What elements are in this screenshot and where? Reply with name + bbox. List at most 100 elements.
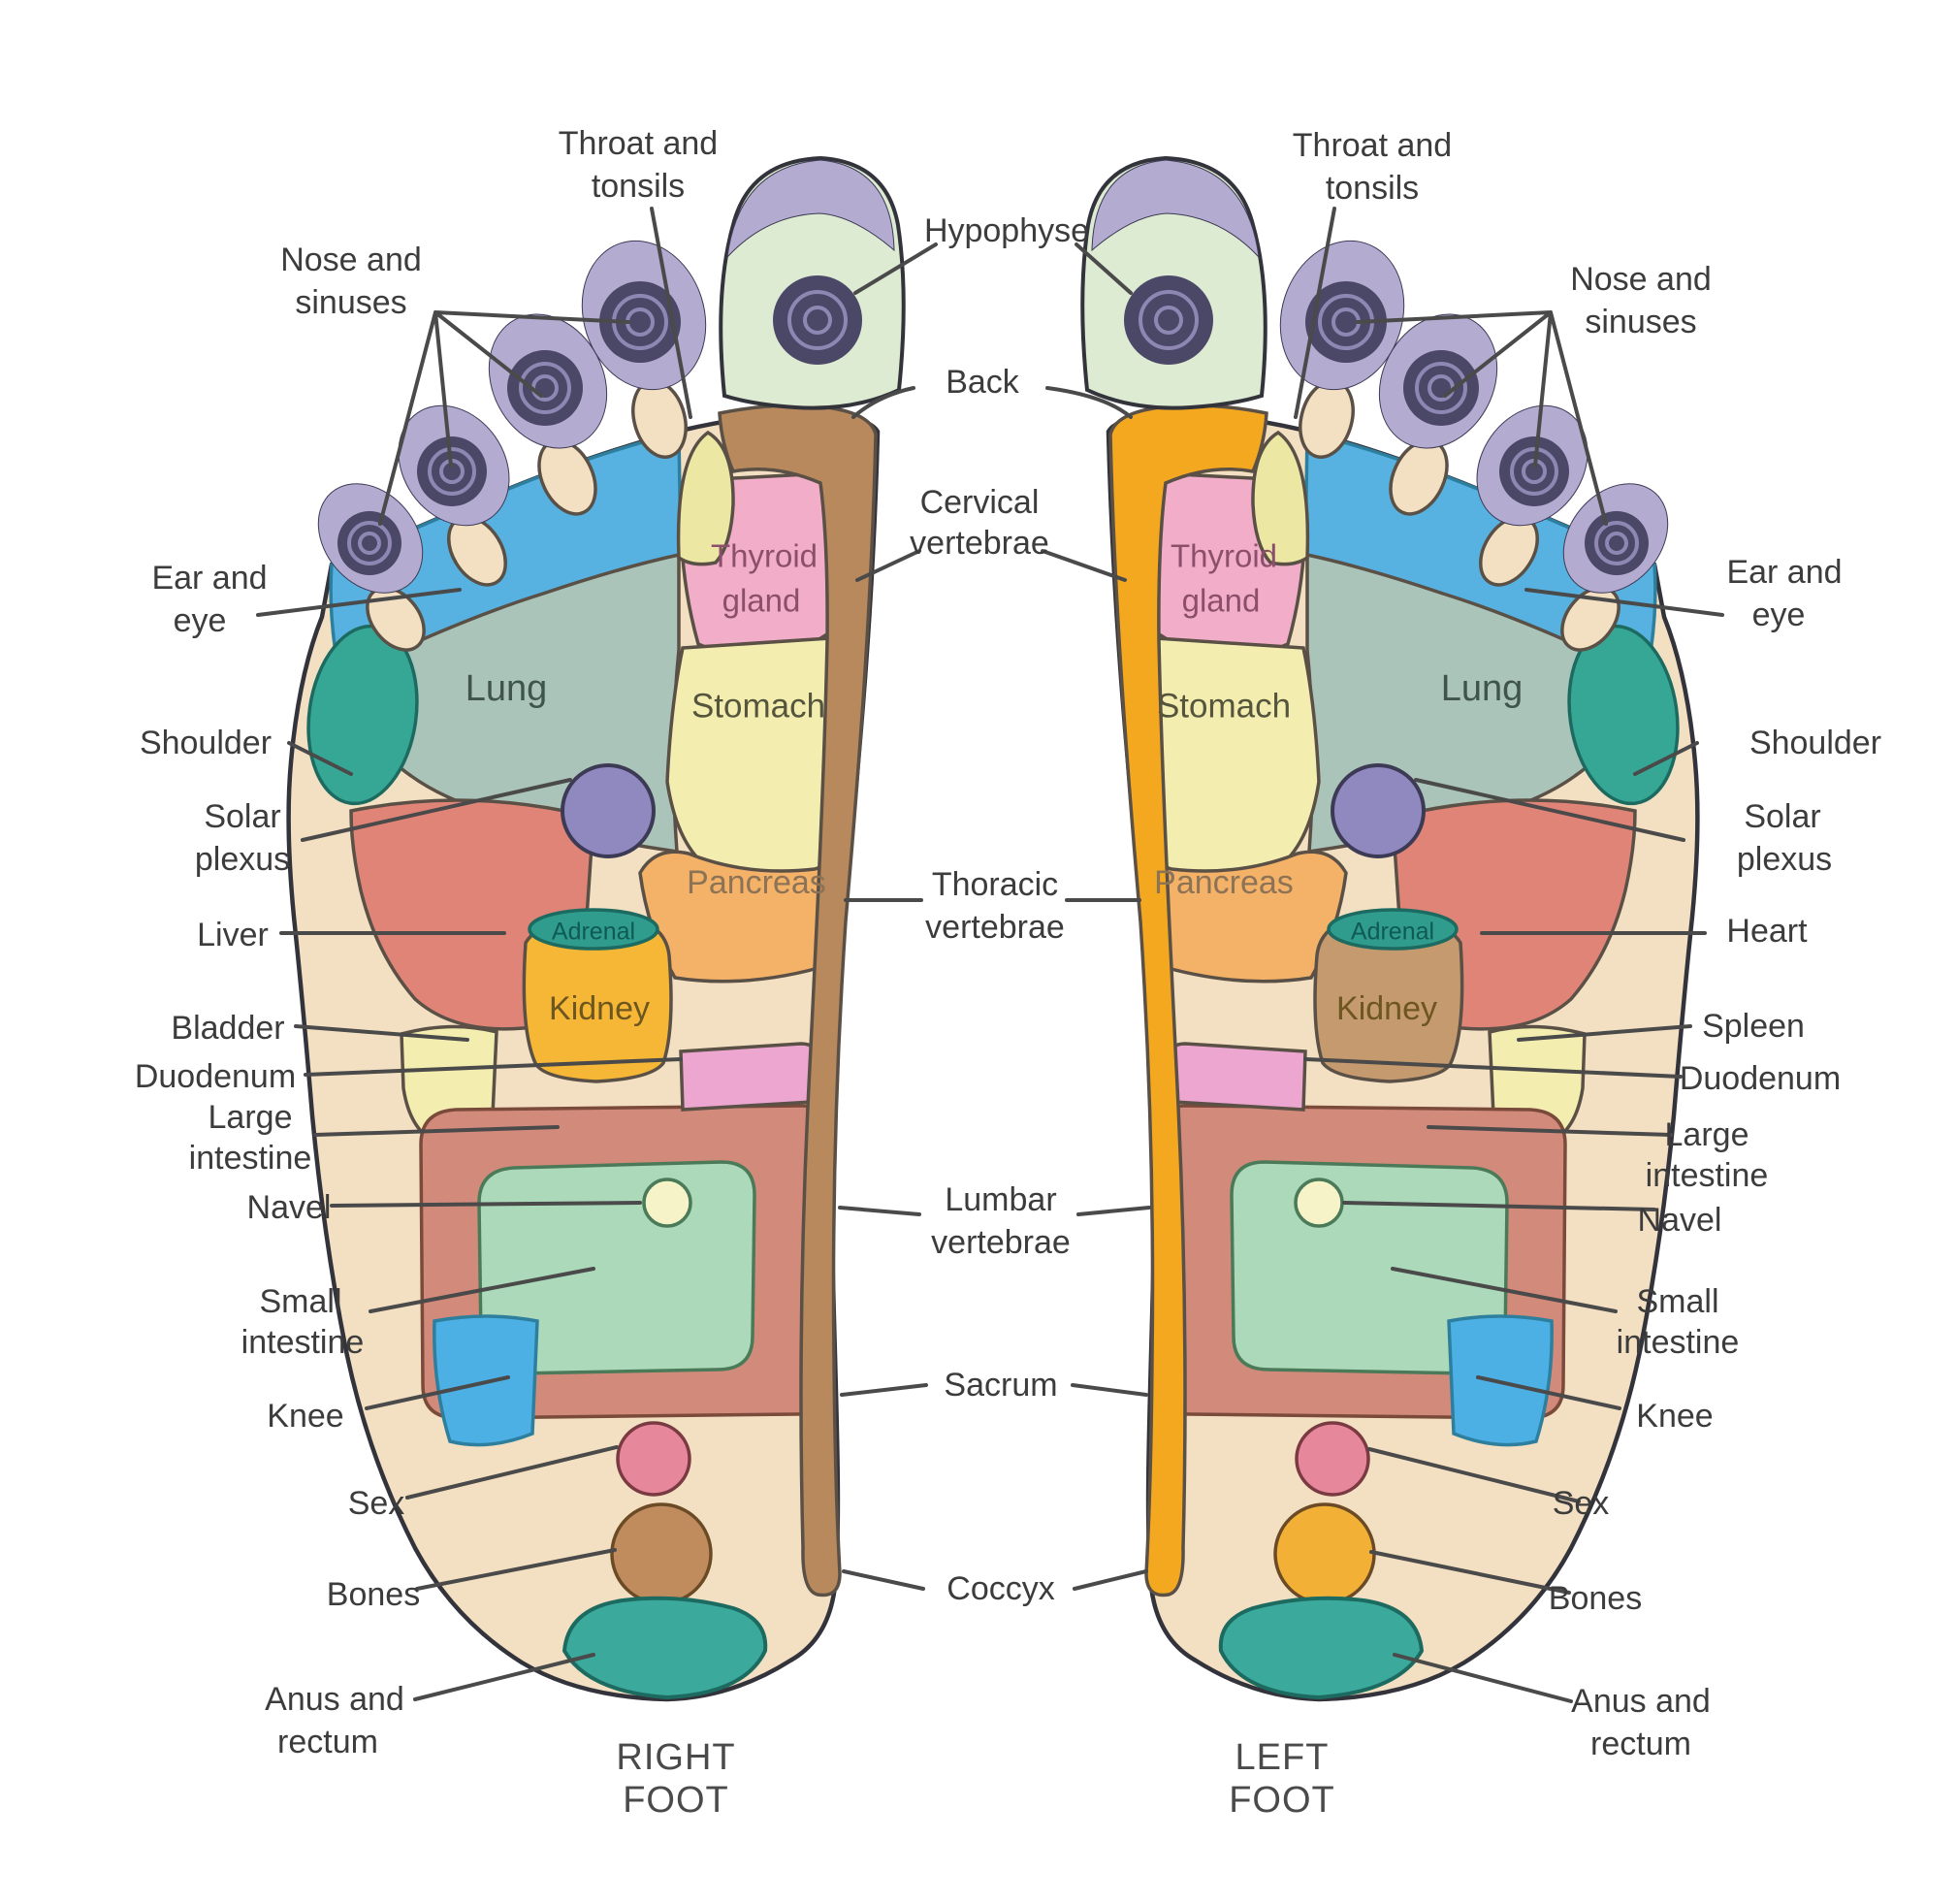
caption-right-foot-line2: FOOT [623, 1780, 729, 1821]
line-navel-right [1342, 1201, 1656, 1211]
line-lumbar-right-foot [838, 1206, 921, 1216]
label-spleen: Spleen [1702, 1008, 1805, 1045]
label-sex-left: Sex [348, 1485, 405, 1522]
zone-label-kidney-left: Kidney [1336, 990, 1437, 1027]
zone-label-pancreas-left: Pancreas [1154, 864, 1294, 901]
zone-label-lung-right: Lung [465, 668, 548, 709]
line-bones-right [1369, 1550, 1571, 1595]
zone-label-lung-left: Lung [1441, 668, 1524, 709]
line-coccyx-left-foot [1073, 1569, 1148, 1591]
label-lumbar-line1: Lumbar [945, 1181, 1056, 1218]
line-hypophyse-left-foot [1075, 242, 1133, 295]
label-lumbar-line2: vertebrae [931, 1224, 1071, 1261]
label-solar-plexus-left-line2: plexus [195, 841, 290, 878]
line-anus-rectum-left [413, 1653, 595, 1701]
label-knee-left: Knee [267, 1398, 343, 1435]
line-knee-left [365, 1375, 510, 1410]
label-nose-sinuses-right-line1: Nose and [1570, 261, 1712, 298]
zone-label-kidney-right: Kidney [549, 990, 650, 1027]
label-small-intestine-left-line2: intestine [241, 1324, 365, 1361]
line-shoulder-left [287, 741, 353, 776]
line-anus-rectum-right [1393, 1653, 1573, 1703]
line-coccyx-right-foot [842, 1569, 925, 1591]
zone-label-thyroid-right-line1: Thyroid [711, 538, 818, 574]
line-bladder [294, 1024, 469, 1042]
line-lumbar-left-foot [1076, 1206, 1151, 1216]
label-thoracic-line1: Thoracic [932, 866, 1058, 903]
line-bones-left [415, 1548, 617, 1591]
label-navel-right: Navel [1638, 1202, 1722, 1239]
line-knee-right [1476, 1375, 1621, 1410]
label-shoulder-right: Shoulder [1749, 725, 1881, 761]
zone-label-thyroid-right-line2: gland [722, 583, 801, 619]
label-sacrum: Sacrum [944, 1367, 1057, 1404]
right-foot-zone-texts: Lung Thyroid gland Stomach Pancreas Adre… [465, 538, 826, 1027]
label-small-intestine-right-line2: intestine [1617, 1324, 1740, 1361]
line-large-intestine-right [1427, 1125, 1673, 1137]
label-back: Back [946, 364, 1020, 401]
zone-label-pancreas-right: Pancreas [687, 864, 826, 901]
label-throat-tonsils-left-line1: Throat and [1293, 127, 1452, 164]
label-nose-sinuses-right-line2: sinuses [1585, 304, 1696, 340]
label-duodenum-left: Duodenum [135, 1058, 296, 1095]
label-hypophyse: Hypophyse [924, 212, 1089, 249]
zone-label-thyroid-left-line1: Thyroid [1171, 538, 1277, 574]
line-large-intestine-left [313, 1125, 560, 1137]
line-duodenum-left [304, 1057, 683, 1077]
line-ear-eye-right [1524, 588, 1724, 617]
line-cervical-right-foot [855, 549, 921, 582]
zone-label-adrenal-right: Adrenal [552, 919, 635, 946]
label-solar-plexus-left-line1: Solar [204, 798, 280, 835]
caption-left-foot-line1: LEFT [1235, 1737, 1330, 1778]
label-throat-tonsils-left-line2: tonsils [1326, 170, 1419, 207]
label-bladder: Bladder [171, 1010, 284, 1047]
line-throat-tonsils-left-foot [1294, 207, 1336, 419]
line-sacrum-right-foot [840, 1383, 928, 1397]
line-hypophyse-right-foot [853, 242, 938, 295]
zone-label-adrenal-left: Adrenal [1351, 919, 1434, 946]
label-ear-eye-right-line2: eye [1752, 597, 1806, 633]
captions: RIGHT FOOT LEFT FOOT [616, 1737, 1335, 1821]
line-nose-sinuses-right-fan [1356, 310, 1608, 526]
label-nose-sinuses-left-line2: sinuses [295, 284, 406, 321]
label-ear-eye-left-line2: eye [174, 602, 227, 639]
label-small-intestine-left-line1: Small [259, 1283, 341, 1320]
line-navel-left [330, 1201, 642, 1208]
line-back-right-foot [851, 386, 915, 419]
caption-right-foot-line1: RIGHT [616, 1737, 735, 1778]
label-liver: Liver [197, 917, 269, 953]
zone-label-stomach-left: Stomach [1157, 687, 1291, 725]
line-small-intestine-right [1391, 1267, 1618, 1313]
line-small-intestine-left [369, 1267, 595, 1313]
label-ear-eye-left-line1: Ear and [151, 560, 267, 597]
label-navel-left: Navel [247, 1189, 332, 1226]
label-thoracic-line2: vertebrae [925, 909, 1065, 946]
caption-left-foot-line2: FOOT [1229, 1780, 1335, 1821]
label-bones-right: Bones [1549, 1580, 1642, 1617]
line-duodenum-right [1303, 1057, 1683, 1079]
leader-lines [256, 207, 1724, 1703]
label-throat-tonsils-right-line2: tonsils [592, 168, 685, 205]
line-throat-tonsils-right-foot [650, 207, 692, 419]
line-ear-eye-left [256, 588, 462, 617]
line-solar-plexus-left [301, 778, 572, 842]
label-cervical-line1: Cervical [920, 484, 1040, 521]
line-shoulder-right [1633, 741, 1699, 776]
label-anus-rectum-right-line1: Anus and [1571, 1683, 1711, 1720]
line-spleen [1517, 1024, 1692, 1042]
zone-label-thyroid-left-line2: gland [1182, 583, 1261, 619]
labels: Throat and tonsils Throat and tonsils No… [135, 125, 1881, 1762]
label-knee-right: Knee [1636, 1398, 1713, 1435]
label-large-intestine-right-line1: Large [1665, 1116, 1749, 1153]
label-nose-sinuses-left-line1: Nose and [280, 242, 422, 278]
label-anus-rectum-left-line1: Anus and [265, 1681, 404, 1718]
line-nose-sinuses-left-fan [378, 310, 630, 526]
label-anus-rectum-left-line2: rectum [277, 1724, 378, 1760]
label-heart: Heart [1726, 913, 1808, 950]
left-foot-zone-texts: Lung Thyroid gland Stomach Pancreas Adre… [1154, 538, 1523, 1027]
line-sex-left [405, 1445, 619, 1500]
label-duodenum-right: Duodenum [1680, 1060, 1841, 1097]
label-solar-plexus-right-line2: plexus [1737, 841, 1832, 878]
label-ear-eye-right-line1: Ear and [1726, 554, 1842, 591]
